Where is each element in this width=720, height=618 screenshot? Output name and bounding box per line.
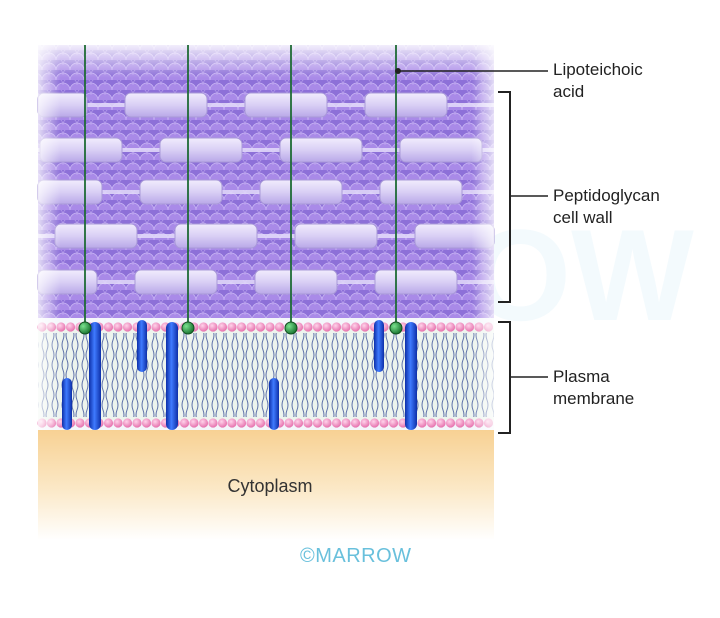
lipoteichoic-acid-label: Lipoteichoic acid [553,59,643,103]
label-line-2: cell wall [553,208,613,227]
label-brackets [398,70,548,434]
peptidoglycan-label: Peptidoglycan cell wall [553,185,660,229]
copyright-watermark: ©MARROW [300,545,412,567]
cytoplasm-region [38,425,494,540]
plasma-membrane-label: Plasma membrane [553,366,634,410]
label-line-2: membrane [553,389,635,408]
label-line-1: Peptidoglycan [553,186,660,205]
label-line-2: acid [553,82,585,101]
cytoplasm-label: Cytoplasm [227,476,313,496]
label-line-1: Lipoteichoic [553,60,643,79]
watermark-background: OW [470,202,694,348]
label-line-1: Plasma [553,367,610,386]
